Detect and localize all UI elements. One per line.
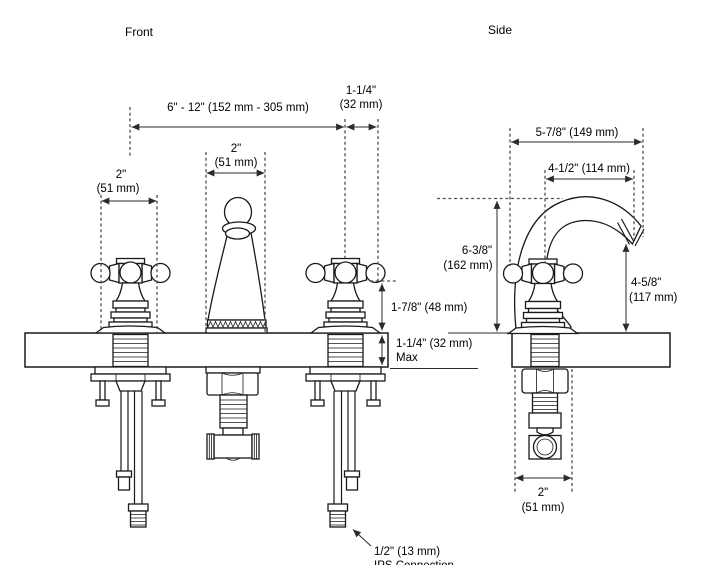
front-dimension-labels: 6" - 12" (152 mm - 305 mm) 1-1/4" (32 mm…	[97, 85, 473, 364]
dim-label-left-handle-width-mm: (51 mm)	[97, 183, 140, 195]
extension-line-left-handle-width	[100, 195, 158, 333]
dim-label-spout-height-in: 4-5/8"	[631, 277, 661, 289]
callout-arrow	[352, 529, 372, 547]
dim-label-spread: 6" - 12" (152 mm - 305 mm)	[167, 102, 309, 114]
front-dimension-lines	[100, 107, 478, 369]
dim-label-offset-mm: (32 mm)	[340, 99, 383, 111]
connection-type-label: IPS Connection	[374, 560, 454, 565]
front-view-title: Front	[125, 25, 154, 39]
dim-label-spout-height-mm: (117 mm)	[629, 292, 678, 304]
side-dimension-lines	[437, 128, 644, 494]
dim-label-overall-height-in: 6-3/8"	[462, 245, 492, 257]
side-view: Side	[437, 23, 678, 514]
dim-label-handle-height: 1-7/8" (48 mm)	[391, 302, 467, 314]
front-spout-under-assembly	[205, 366, 261, 461]
cross-handle-front-left	[90, 257, 171, 334]
dim-label-offset-in: 1-1/4"	[346, 85, 376, 97]
dim-label-spout-width-mm: (51 mm)	[215, 157, 258, 169]
front-spout	[205, 196, 268, 334]
side-view-title: Side	[488, 23, 512, 37]
dim-label-deck-max: 1-1/4" (32 mm)	[396, 338, 472, 350]
dim-label-deck-max-suffix: Max	[396, 352, 418, 364]
dim-label-base-width-in: 2"	[538, 487, 548, 499]
dim-label-left-handle-width-in: 2"	[116, 169, 126, 181]
extension-line-spout-width	[205, 152, 266, 333]
connection-callout: 1/2" (13 mm) IPS Connection	[352, 529, 454, 565]
extension-line-base-width	[514, 369, 573, 494]
dim-label-spout-reach: 4-1/2" (114 mm)	[548, 163, 630, 175]
front-view: Front	[24, 25, 478, 528]
dim-label-spout-width-in: 2"	[231, 143, 241, 155]
side-dimension-labels: 5-7/8" (149 mm) 4-1/2" (114 mm) 6-3/8" (…	[443, 127, 677, 514]
side-under-assembly	[521, 333, 569, 460]
dim-label-overall-depth: 5-7/8" (149 mm)	[536, 127, 619, 139]
connection-size-label: 1/2" (13 mm)	[374, 546, 440, 558]
cross-handle-front-right	[305, 257, 386, 334]
dim-label-overall-height-mm: (162 mm)	[443, 260, 492, 272]
dim-label-base-width-mm: (51 mm)	[522, 502, 565, 514]
